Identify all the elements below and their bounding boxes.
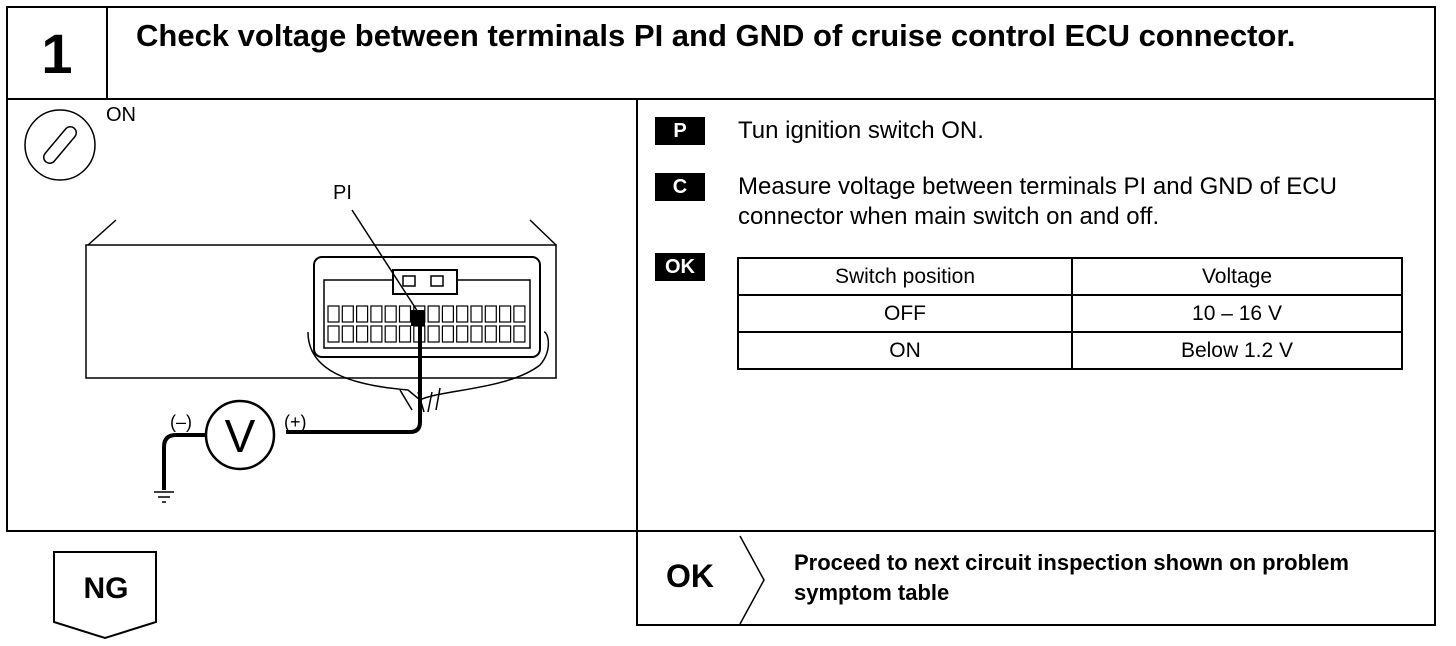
check-badge: C	[655, 173, 705, 201]
cell-switch-position: OFF	[737, 294, 1073, 333]
table-row: OFF 10 – 16 V	[737, 294, 1403, 333]
cell-switch-position: ON	[737, 331, 1073, 370]
terminal-pi-label: PI	[333, 182, 352, 204]
header-switch-position: Switch position	[737, 257, 1073, 296]
table-header-row: Switch position Voltage	[737, 257, 1403, 296]
step-number-divider	[106, 6, 108, 100]
voltmeter-icon: V	[204, 399, 276, 471]
ng-arrow-icon	[53, 551, 157, 640]
ecu-box-icon	[85, 219, 557, 379]
ecu-connector-icon	[313, 256, 541, 358]
step-number: 1	[41, 21, 73, 85]
check-instruction: Measure voltage between terminals PI and…	[738, 173, 1337, 230]
voltage-spec-table: Switch position Voltage OFF 10 – 16 V ON…	[737, 257, 1403, 370]
body-bottom	[6, 530, 1436, 532]
table-row: ON Below 1.2 V	[737, 331, 1403, 370]
frame-top	[6, 6, 1436, 8]
result-ng-label: NG	[83, 572, 129, 605]
column-divider	[636, 98, 638, 626]
ecu-connector-diagram: V	[24, 109, 557, 503]
ground-icon	[154, 491, 174, 503]
ignition-key-icon	[24, 109, 96, 181]
ok-badge: OK	[655, 253, 705, 281]
result-box-bottom	[636, 624, 1436, 626]
header-divider	[6, 98, 1436, 100]
prepare-badge: P	[655, 117, 705, 145]
result-box-right	[1434, 530, 1436, 626]
probe-positive-label: (+)	[284, 412, 307, 432]
chevron-right-icon	[739, 535, 765, 625]
ignition-on-label: ON	[106, 104, 136, 126]
result-ok-label: OK	[666, 558, 714, 594]
step-title: Check voltage between terminals PI and G…	[136, 18, 1296, 53]
connector-pins	[327, 305, 526, 343]
frame-right	[1434, 6, 1436, 532]
cell-voltage: 10 – 16 V	[1071, 294, 1403, 333]
header-voltage: Voltage	[1071, 257, 1403, 296]
probe-negative-label: (–)	[170, 412, 192, 432]
result-ok-text: Proceed to next circuit inspection shown…	[794, 550, 1349, 605]
prepare-instruction: Tun ignition switch ON.	[738, 117, 984, 144]
cell-voltage: Below 1.2 V	[1071, 331, 1403, 370]
voltmeter-symbol: V	[225, 410, 256, 462]
frame-left	[6, 6, 8, 532]
